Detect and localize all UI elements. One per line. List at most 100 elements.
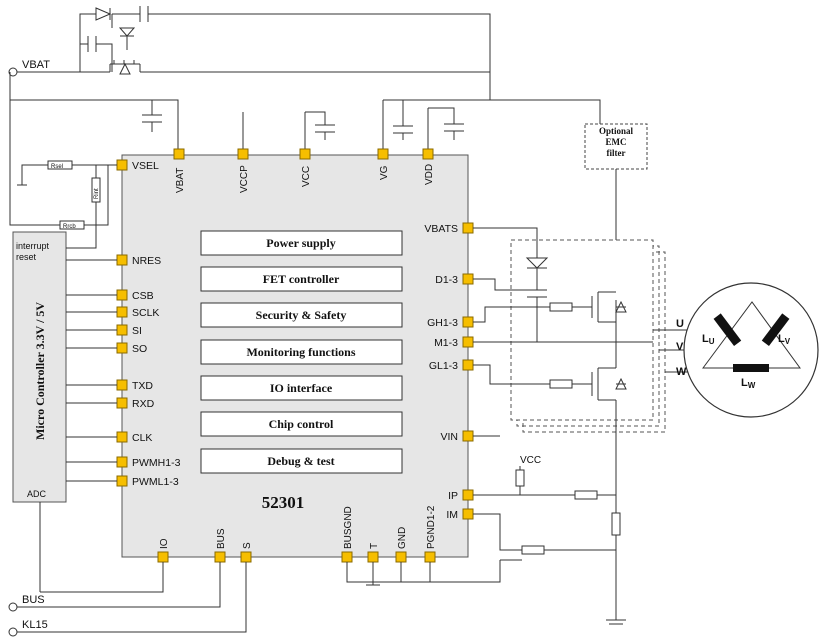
svg-text:RXD: RXD (132, 398, 155, 410)
svg-text:PWMH1-3: PWMH1-3 (132, 457, 181, 469)
motor: LU LV LW (683, 282, 819, 418)
svg-text:SCLK: SCLK (132, 307, 159, 319)
svg-text:TXD: TXD (132, 380, 153, 392)
phase-w-label: W (676, 366, 687, 378)
pin-vin (462, 430, 474, 442)
svg-text:VCC: VCC (301, 166, 312, 187)
vcc-label: VCC (520, 455, 541, 466)
bottom-pins: IO BUS S BUSGND T GND PGND1-2 (157, 505, 437, 563)
svg-text:Rsel: Rsel (51, 164, 63, 170)
emc-filter (584, 123, 648, 170)
pin-pgnd (424, 551, 436, 563)
pin-io (157, 551, 169, 563)
pin-ip (462, 489, 474, 501)
left-pins: VSEL NRES CSB SCLK SI SO TXD RXD CLK PWM… (116, 159, 181, 488)
pin-gl13 (462, 359, 474, 371)
resistor-rsel (47, 160, 73, 170)
svg-text:Debug & test: Debug & test (267, 454, 334, 468)
pin-s (240, 551, 252, 563)
svg-text:D1-3: D1-3 (435, 274, 458, 286)
vsel-network: Rsel Rint Rrcb (17, 160, 117, 249)
pin-pwml (116, 475, 128, 487)
pin-so (116, 342, 128, 354)
block-security-safety: Security & Safety (200, 302, 403, 328)
capacitor-top-icon (139, 6, 149, 22)
svg-text:FET controller: FET controller (263, 272, 340, 286)
block-power-supply: Power supply (200, 230, 403, 256)
pin-gh13 (462, 316, 474, 328)
bus-terminal (8, 602, 18, 612)
svg-text:PGND1-2: PGND1-2 (426, 505, 437, 549)
phase-v-label: V (676, 341, 684, 353)
pin-si (116, 324, 128, 336)
block-monitoring-functions: Monitoring functions (200, 339, 403, 365)
pin-vsel (116, 159, 128, 171)
svg-text:CSB: CSB (132, 290, 154, 302)
pin-busgnd (341, 551, 353, 563)
pin-vbats (462, 222, 474, 234)
svg-text:VBAT: VBAT (175, 168, 186, 193)
svg-text:T: T (369, 543, 380, 549)
svg-text:VIN: VIN (440, 431, 458, 443)
svg-text:S: S (242, 542, 253, 549)
coil-lu (713, 313, 742, 346)
coil-lu-label: LU (702, 333, 715, 346)
micro-controller: Micro Controller 3.3V / 5V interrupt res… (12, 231, 117, 503)
svg-text:VBATS: VBATS (424, 223, 458, 235)
svg-text:NRES: NRES (132, 255, 161, 267)
top-pins: VBAT VCCP VCC VG VDD (173, 148, 435, 193)
kl15-terminal (8, 627, 18, 637)
mcu-title: Micro Controller 3.3V / 5V (33, 302, 47, 440)
high-side-fet-icon (591, 291, 627, 342)
svg-text:VDD: VDD (424, 164, 435, 185)
pin-pwmh (116, 456, 128, 468)
svg-text:Chip control: Chip control (269, 417, 334, 431)
block-io-interface: IO interface (200, 375, 403, 401)
pin-nres (116, 254, 128, 266)
svg-text:IP: IP (448, 490, 458, 502)
pin-rxd (116, 397, 128, 409)
svg-text:Monitoring functions: Monitoring functions (246, 345, 355, 359)
svg-text:Power supply: Power supply (266, 236, 335, 250)
function-blocks: Power supply FET controller Security & S… (200, 230, 403, 474)
coil-lw-label: LW (741, 377, 756, 390)
svg-text:IO: IO (159, 538, 170, 549)
pin-txd (116, 379, 128, 391)
low-side-fet-icon (591, 342, 627, 485)
svg-text:M1-3: M1-3 (434, 337, 458, 349)
coil-lv-label: LV (778, 333, 791, 346)
chip-name: 52301 (262, 493, 305, 512)
phase-u-label: U (676, 318, 684, 330)
block-fet-controller: FET controller (200, 266, 403, 292)
svg-text:SI: SI (132, 325, 142, 337)
pin-im (462, 508, 474, 520)
pin-sclk (116, 306, 128, 318)
svg-text:IO interface: IO interface (270, 381, 333, 395)
pin-clk (116, 431, 128, 443)
resistor-rrcb (59, 220, 85, 230)
coil-lw (733, 364, 769, 372)
pin-bus (214, 551, 226, 563)
kl15-label: KL15 (22, 619, 48, 631)
pin-vccp (237, 148, 249, 160)
pin-vcc (299, 148, 311, 160)
bottom-wiring: BUS KL15 (8, 502, 522, 637)
svg-text:GND: GND (397, 527, 408, 549)
pin-t (367, 551, 379, 563)
svg-text:SO: SO (132, 343, 147, 355)
svg-text:PWML1-3: PWML1-3 (132, 476, 179, 488)
block-debug-test: Debug & test (200, 448, 403, 474)
svg-text:Rint: Rint (94, 188, 100, 199)
svg-text:IM: IM (446, 509, 458, 521)
vbat-label: VBAT (22, 59, 50, 71)
pin-vbat (173, 148, 185, 160)
resistor-rint (91, 177, 101, 203)
pin-vdd (422, 148, 434, 160)
pin-csb (116, 289, 128, 301)
svg-text:BUSGND: BUSGND (343, 506, 354, 549)
pin-vg (377, 148, 389, 160)
svg-text:BUS: BUS (216, 528, 227, 549)
mcu-adc: ADC (27, 489, 47, 499)
